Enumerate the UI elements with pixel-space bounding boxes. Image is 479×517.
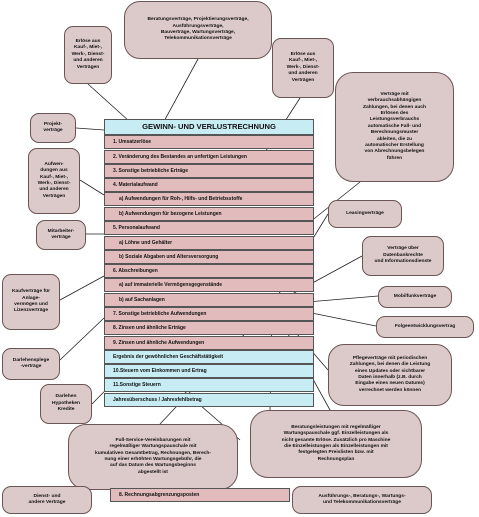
callout-erloese-2: Erlöse aus Kauf-, Miet-, Werk-, Dienst- … [272, 38, 334, 98]
connector-line [79, 179, 105, 196]
table-row: Jahresüberschuss / Jahresfehlbetrag [104, 393, 314, 407]
table-row: 11.Sonstige Steuern [104, 378, 314, 392]
callout-mitarbeiter: Mitarbeiter- verträge [36, 220, 86, 250]
table-row: 5. Personalaufwand [104, 221, 314, 235]
callout-fullservice: Full-Service-Vereinbarungen mit regelmäß… [68, 424, 238, 490]
callout-daten: Verträge über Datenbankrechte und Inform… [362, 236, 444, 276]
table-row: 2. Veränderung des Bestandes an unfertig… [104, 150, 314, 164]
callout-erloese: Erlöse aus Kauf-, Miet-, Werk-, Dienst- … [64, 26, 112, 84]
callout-pflege: Pflegeverträge mit periodischen Zahlunge… [328, 344, 452, 406]
callout-leasing: Leasingverträge [328, 200, 402, 228]
table-row: b) auf Sachanlagen [104, 293, 314, 307]
table-row: 1. Umsatzerlöse [104, 135, 314, 149]
table-row: a) auf immaterielle Vermögensgegenstände [104, 278, 314, 292]
callout-kauf: Kaufverträge für Anlage- vermögen und Li… [2, 274, 60, 330]
table-row: Ergebnis der gewöhnlichen Geschäftstätig… [104, 350, 314, 364]
callout-dienst: Dienst- und andere Verträge [2, 486, 92, 514]
table-row: 8. Zinsen und ähnliche Erträge [104, 321, 314, 335]
callout-mobilfunk: Mobilfunkverträge [378, 286, 452, 308]
table-row: 3. Sonstige betriebliche Erträge [104, 164, 314, 178]
callout-aufwendungen: Aufwen- dungen aus Kauf-, Miet-, Werk-, … [28, 148, 80, 214]
table-row: a) Aufwendungen für Roh-, Hilfs- und Bet… [104, 192, 314, 206]
callout-projekt: Projekt- verträge [30, 113, 76, 143]
table-row: 6. Abschreibungen [104, 264, 314, 278]
table-row: b) Aufwendungen für bezogene Leistungen [104, 207, 314, 221]
callout-betrieb: Beratungsleistungen mit regelmäßiger War… [250, 410, 422, 478]
callout-kredite: Darlehen Hypotheken Kredite [40, 384, 92, 424]
table-bottom-fragment: 8. Rechnungsabgrenzungsposten [110, 488, 290, 502]
table-title: GEWINN- UND VERLUSTRECHNUNG [104, 119, 314, 135]
table-row: 7. Sonstige betriebliche Aufwendungen [104, 307, 314, 321]
callout-darlehen: Darlehensplege -verträge [2, 348, 60, 380]
callout-tele: Ausführungs-, Beratungs-, Wartungs- und … [292, 486, 432, 514]
table-row: 9. Zinsen und ähnliche Aufwendungen [104, 336, 314, 350]
table-row: b) Soziale Abgaben und Altersversorgung [104, 250, 314, 264]
table-row: 4. Materialaufwand [104, 178, 314, 192]
connector-line [59, 317, 105, 361]
connector-line [59, 275, 105, 301]
callout-folgeentwicklung: Folgeentwicklungsvertrag [376, 316, 474, 338]
callout-vertragsarten: Beratungsverträge, Projektierungsverträg… [124, 1, 272, 59]
table-row: a) Löhne und Gehälter [104, 236, 314, 250]
table-row: 10.Steuern vom Einkommen und Ertrag [104, 364, 314, 378]
connector-line [75, 127, 105, 131]
callout-verbrauch: Verträge mit verbrauchsabhängigen Zahlun… [335, 72, 454, 182]
